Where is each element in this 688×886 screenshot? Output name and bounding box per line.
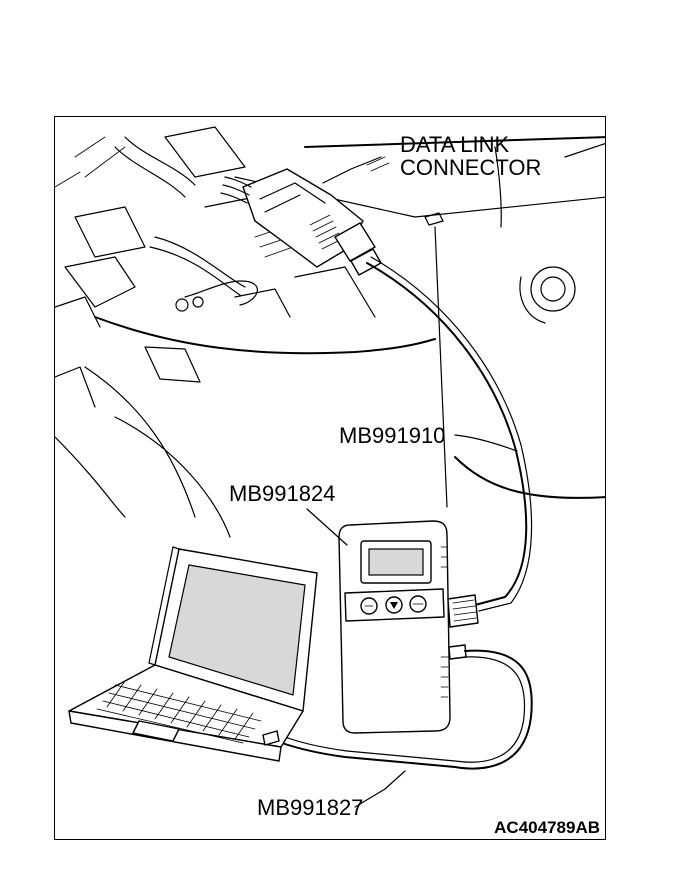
label-mb991824: MB991824 bbox=[229, 481, 335, 506]
label-data-link-connector-line2: CONNECTOR bbox=[400, 155, 541, 180]
cable-mb991910 bbox=[366, 262, 528, 606]
leader-lines bbox=[306, 143, 605, 808]
leader-mb991827 bbox=[354, 770, 406, 808]
round-vent bbox=[519, 266, 576, 324]
mb991824-interface-unit bbox=[338, 520, 479, 734]
leader-mb991824 bbox=[306, 508, 348, 546]
leader-mb991910 bbox=[454, 434, 518, 452]
data-link-connector bbox=[220, 168, 382, 276]
figure-code: AC404789AB bbox=[494, 818, 600, 837]
cable-mb991910-inner bbox=[370, 256, 533, 612]
diagram-svg: DATA LINK CONNECTOR MB991910 MB991824 MB… bbox=[55, 126, 605, 837]
label-data-link-connector-line1: DATA LINK bbox=[400, 132, 510, 157]
cable-mb991827-inner bbox=[274, 656, 526, 763]
label-mb991910: MB991910 bbox=[339, 423, 445, 448]
diagram-frame: DATA LINK CONNECTOR MB991910 MB991824 MB… bbox=[54, 116, 606, 840]
cable-mb991827 bbox=[270, 649, 533, 770]
leader-dlc-right bbox=[564, 143, 605, 158]
leader-dlc-left bbox=[322, 156, 382, 184]
dashboard-structure bbox=[55, 126, 605, 538]
laptop bbox=[68, 546, 318, 762]
label-mb991827: MB991827 bbox=[257, 795, 363, 820]
